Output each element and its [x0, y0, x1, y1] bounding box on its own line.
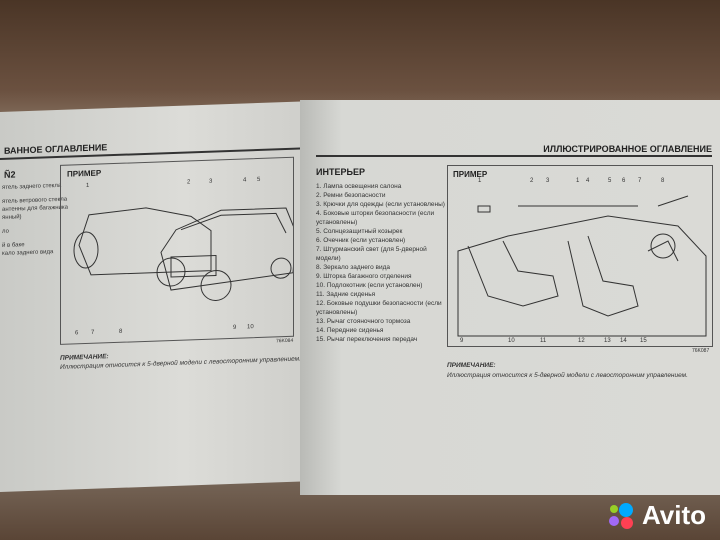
- callout: 10: [247, 324, 254, 331]
- list-item: 4. Боковые шторки безопасности (если уст…: [316, 210, 435, 226]
- left-page: ВАННОЕ ОГЛАВЛЕНИЕ Ñ2 ятель заднего стекл…: [0, 101, 305, 492]
- callout: 11: [540, 338, 547, 344]
- side-line: янный): [2, 214, 22, 221]
- callout: 9: [233, 324, 237, 331]
- car-interior-drawing: [457, 195, 707, 337]
- side-line: ятель заднего стекла: [2, 182, 62, 191]
- interior-illustration-box: ПРИМЕР 1 2 3 1 4 5 6 7 8 9 10 11 12 13 1…: [447, 165, 713, 347]
- avito-wordmark: Avito: [641, 500, 706, 530]
- callout: 10: [508, 338, 515, 344]
- callout: 15: [640, 338, 647, 344]
- list-item: 8. Зеркало заднего вида: [316, 264, 391, 271]
- callout: 14: [620, 338, 627, 344]
- avito-logo-icon: [608, 502, 633, 529]
- car-exterior-drawing: [73, 207, 293, 301]
- list-item: 11. Задние сиденья: [316, 291, 376, 298]
- right-header: ИЛЛЮСТРИРОВАННОЕ ОГЛАВЛЕНИЕ: [543, 144, 712, 154]
- list-item: 12. Боковые подушки безопасности (если у…: [316, 300, 442, 316]
- box-title: ПРИМЕР: [453, 170, 488, 179]
- note-title: ПРИМЕЧАНИЕ:: [60, 353, 109, 362]
- callout: 1: [86, 182, 90, 189]
- callout: 7: [638, 178, 642, 184]
- list-item: 10. Подлокотник (если установлен): [316, 282, 423, 289]
- list-item: 5. Солнцезащитный козырек: [316, 228, 403, 235]
- callout: 5: [257, 176, 261, 184]
- list-item: 2. Ремни безопасности: [316, 192, 386, 199]
- callout: 13: [604, 338, 611, 344]
- callout: 8: [661, 178, 665, 184]
- callout: 3: [546, 178, 550, 184]
- right-section: ИНТЕРЬЕР: [316, 167, 365, 177]
- callout: 5: [608, 178, 612, 184]
- callout: 2: [530, 178, 534, 184]
- list-item: 6. Очечник (если установлен): [316, 237, 406, 244]
- left-section: Ñ2: [4, 169, 16, 180]
- list-item: 3. Крючки для одежды (если установлены): [316, 201, 445, 208]
- callout: 9: [460, 338, 464, 344]
- left-side-text: ятель заднего стекла ятель ветрового сте…: [2, 182, 68, 258]
- callout: 1: [576, 178, 580, 184]
- list-item: 1. Лампа освещения салона: [316, 183, 402, 190]
- callout: 6: [75, 330, 79, 337]
- list-item: 14. Передние сиденья: [316, 327, 384, 334]
- list-item: 9. Шторка багажного отделения: [316, 273, 412, 280]
- callout: 8: [119, 328, 123, 335]
- list-item: 7. Штурманский свет (для 5-дверной модел…: [316, 246, 427, 262]
- callout: 6: [622, 178, 626, 184]
- interior-items-list: 1. Лампа освещения салона 2. Ремни безоп…: [316, 182, 446, 344]
- list-item: 13. Рычаг стояночного тормоза: [316, 318, 411, 325]
- callout: 4: [243, 177, 247, 184]
- callout: 1: [478, 178, 482, 184]
- list-item: 15. Рычаг переключения передач: [316, 336, 418, 343]
- side-line: ло: [2, 228, 9, 235]
- avito-watermark: Avito: [606, 500, 706, 531]
- side-line: кало заднего вида: [2, 249, 54, 257]
- callout: 4: [586, 178, 590, 184]
- figure-code: 76K087: [692, 348, 710, 354]
- header-rule: [316, 155, 712, 157]
- figure-code: 76K084: [276, 337, 294, 345]
- callout: 2: [187, 179, 191, 186]
- right-page: ИЛЛЮСТРИРОВАННОЕ ОГЛАВЛЕНИЕ ИНТЕРЬЕР ПРИ…: [300, 100, 720, 495]
- callout: 7: [91, 329, 95, 336]
- exterior-illustration-box: ПРИМЕР 6 7 8 9 10 1 2 3 4 5: [60, 156, 294, 345]
- note-text: Иллюстрация относится к 5-дверной модели…: [447, 372, 688, 379]
- callout: 3: [209, 178, 213, 185]
- callout: 12: [578, 338, 585, 344]
- note-title: ПРИМЕЧАНИЕ:: [447, 362, 496, 369]
